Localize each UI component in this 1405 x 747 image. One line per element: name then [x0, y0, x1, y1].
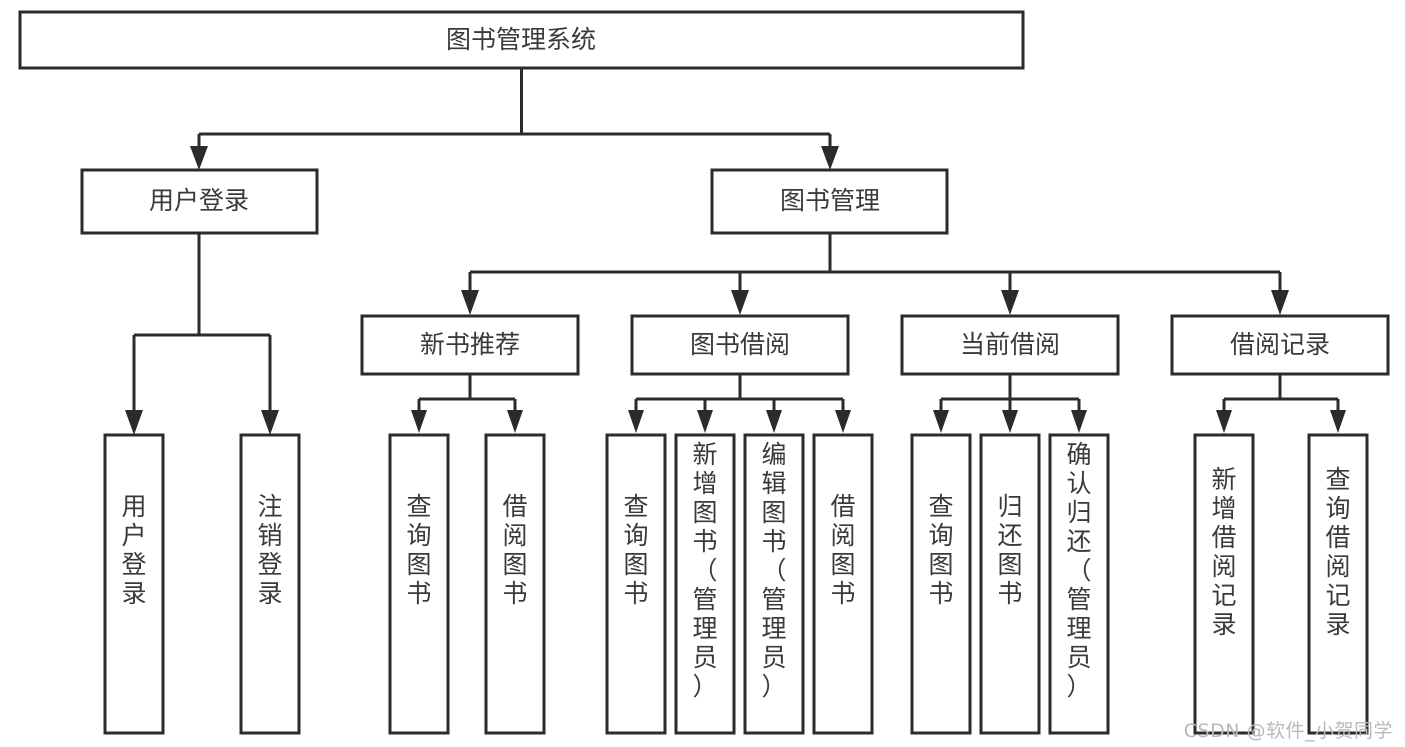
node-current-borrow[interactable]: 当前借阅	[900, 314, 1120, 376]
node-book-manage[interactable]: 图书管理	[710, 168, 949, 235]
node-book-borrow-box[interactable]	[630, 314, 850, 376]
node-leaf-borrow-book-2-box[interactable]	[812, 433, 874, 735]
node-leaf-query-book-1-box[interactable]	[388, 433, 450, 735]
node-leaf-return-book-label: 归还图书	[997, 492, 1022, 608]
node-leaf-borrow-book-1-box[interactable]	[484, 433, 546, 735]
node-leaf-query-book-2-label: 查询图书	[623, 492, 648, 608]
node-leaf-query-book-3-label: 查询图书	[928, 492, 953, 608]
arrow-to-leaf-confirm-return	[1071, 410, 1087, 433]
node-new-book-recommend-label: 新书推荐	[420, 330, 520, 359]
node-current-borrow-box[interactable]	[900, 314, 1120, 376]
node-current-borrow-label: 当前借阅	[960, 330, 1060, 359]
arrow-to-book-borrow	[731, 290, 749, 315]
node-user-login-box[interactable]	[80, 168, 319, 235]
node-leaf-query-record-label: 查询借阅记录	[1325, 465, 1350, 639]
arrow-to-leaf-query-book-1	[411, 410, 427, 433]
node-book-borrow-label: 图书借阅	[690, 330, 790, 359]
node-leaf-edit-book[interactable]: 编辑图书（管理员）	[743, 433, 805, 735]
node-book-manage-box[interactable]	[710, 168, 949, 235]
node-leaf-query-book-1[interactable]: 查询图书	[388, 433, 450, 735]
arrow-to-new-book-recommend	[461, 290, 479, 315]
arrow-to-leaf-borrow-book-1	[507, 410, 523, 433]
arrow-to-leaf-return-book	[1002, 410, 1018, 433]
node-leaf-add-book-label: 新增图书（管理员）	[692, 440, 717, 701]
arrow-to-leaf-query-book-2	[628, 410, 644, 433]
node-leaf-user-login-box[interactable]	[103, 433, 165, 735]
arrow-to-book-manage	[821, 146, 839, 170]
node-leaf-add-book-box[interactable]	[674, 433, 736, 735]
node-borrow-record-box[interactable]	[1170, 314, 1390, 376]
node-leaf-query-book-3[interactable]: 查询图书	[910, 433, 972, 735]
arrow-to-leaf-borrow-book-2	[835, 410, 851, 433]
node-leaf-borrow-book-1[interactable]: 借阅图书	[484, 433, 546, 735]
node-leaf-return-book[interactable]: 归还图书	[979, 433, 1041, 735]
node-leaf-query-record[interactable]: 查询借阅记录	[1307, 433, 1369, 735]
node-book-borrow[interactable]: 图书借阅	[630, 314, 850, 376]
node-leaf-edit-book-box[interactable]	[743, 433, 805, 735]
node-leaf-confirm-return-label: 确认归还（管理员）	[1066, 440, 1091, 701]
arrow-to-user-login	[190, 146, 208, 170]
node-leaf-user-login-label: 用户登录	[121, 492, 146, 608]
node-new-book-recommend[interactable]: 新书推荐	[360, 314, 580, 376]
arrow-to-leaf-edit-book	[766, 410, 782, 433]
node-book-manage-label: 图书管理	[780, 186, 880, 215]
node-leaf-borrow-book-2-label: 借阅图书	[830, 492, 855, 608]
node-leaf-return-book-box[interactable]	[979, 433, 1041, 735]
node-leaf-add-record-label: 新增借阅记录	[1211, 465, 1236, 639]
arrow-to-leaf-user-login	[125, 410, 143, 435]
arrow-to-leaf-add-record	[1216, 410, 1232, 433]
arrow-to-leaf-logout	[261, 410, 279, 435]
node-user-login[interactable]: 用户登录	[80, 168, 319, 235]
node-root-box[interactable]	[18, 10, 1025, 70]
node-leaf-add-record[interactable]: 新增借阅记录	[1193, 433, 1255, 735]
node-borrow-record[interactable]: 借阅记录	[1170, 314, 1390, 376]
arrow-to-leaf-query-record	[1330, 410, 1346, 433]
node-user-login-label: 用户登录	[149, 186, 249, 215]
connector-layer	[125, 68, 1346, 435]
node-leaf-logout-box[interactable]	[239, 433, 301, 735]
node-leaf-query-record-box[interactable]	[1307, 433, 1369, 735]
node-borrow-record-label: 借阅记录	[1230, 330, 1330, 359]
node-leaf-query-book-2-box[interactable]	[605, 433, 667, 735]
node-leaf-confirm-return-box[interactable]	[1048, 433, 1110, 735]
node-leaf-logout[interactable]: 注销登录	[239, 433, 301, 735]
node-leaf-query-book-1-label: 查询图书	[406, 492, 431, 608]
node-leaf-user-login[interactable]: 用户登录	[103, 433, 165, 735]
arrow-to-current-borrow	[1001, 290, 1019, 315]
node-root-label: 图书管理系统	[446, 25, 596, 54]
node-root[interactable]: 图书管理系统	[18, 10, 1025, 70]
node-leaf-query-book-3-box[interactable]	[910, 433, 972, 735]
node-leaf-borrow-book-1-label: 借阅图书	[502, 492, 527, 608]
arrow-to-leaf-query-book-3	[933, 410, 949, 433]
node-leaf-query-book-2[interactable]: 查询图书	[605, 433, 667, 735]
arrow-to-borrow-record	[1271, 290, 1289, 315]
node-leaf-borrow-book-2[interactable]: 借阅图书	[812, 433, 874, 735]
node-new-book-recommend-box[interactable]	[360, 314, 580, 376]
node-leaf-confirm-return[interactable]: 确认归还（管理员）	[1048, 433, 1110, 735]
node-leaf-add-book[interactable]: 新增图书（管理员）	[674, 433, 736, 735]
csdn-watermark: CSDN @软件_小贺同学	[1183, 720, 1393, 742]
arrow-to-leaf-add-book	[697, 410, 713, 433]
node-leaf-logout-label: 注销登录	[257, 492, 282, 608]
node-leaf-add-record-box[interactable]	[1193, 433, 1255, 735]
node-leaf-edit-book-label: 编辑图书（管理员）	[761, 440, 786, 701]
